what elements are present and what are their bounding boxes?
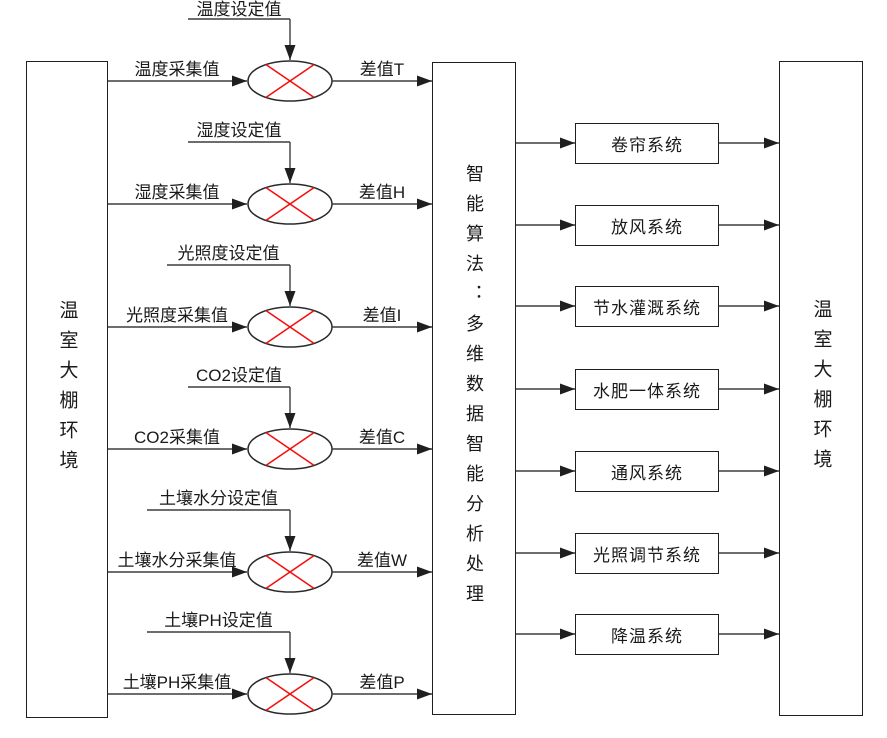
setpoint-label: 土壤PH设定值 [164,611,273,630]
setpoint-label: 光照度设定值 [177,244,280,263]
collected-label: 温度采集值 [134,60,220,79]
setpoint-label: 湿度设定值 [196,121,282,140]
compare-row-co2 [106,386,432,470]
system-label: 降温系统 [611,627,683,646]
collected-label: 土壤PH采集值 [122,673,232,692]
diff-label: 差值H [358,183,406,202]
setpoint-label: 土壤水分设定值 [159,489,278,508]
diff-label: 差值P [359,673,405,692]
collected-label: CO2采集值 [134,428,220,447]
system-box-ventilation: 通风系统 [575,451,719,492]
cross-icon [265,186,315,222]
system-box-air-release: 放风系统 [575,205,719,246]
collected-label: 土壤水分采集值 [117,551,237,570]
cross-icon [265,554,315,590]
algorithm-box: 智能算法：多维数据智能分析处理 [432,62,516,715]
compare-row-soil-ph [106,631,432,715]
left-environment-label: 温室大棚环境 [56,299,78,480]
diff-label: 差值I [362,306,402,325]
setpoint-label: CO2设定值 [196,366,282,385]
diff-label: 差值W [356,551,408,570]
system-box-water-fertilizer: 水肥一体系统 [575,369,719,410]
cross-icon [265,63,315,99]
system-box-water-saving-irrigation: 节水灌溉系统 [575,286,719,327]
system-box-roller-blind: 卷帘系统 [575,123,719,164]
right-environment-label: 温室大棚环境 [810,298,832,479]
system-label: 水肥一体系统 [593,382,701,401]
system-label: 节水灌溉系统 [593,299,701,318]
system-wires [515,137,779,640]
system-box-cooling: 降温系统 [575,614,719,655]
left-environment-box: 温室大棚环境 [26,61,108,718]
compare-row-humidity [106,141,432,225]
system-label: 通风系统 [611,464,683,483]
compare-row-temperature [106,18,432,102]
diff-label: 差值C [358,428,406,447]
cross-icon [265,309,315,345]
compare-row-soil-moisture [106,509,432,593]
compare-row-illuminance [106,264,432,348]
algorithm-label: 智能算法：多维数据智能分析处理 [464,163,484,614]
cross-icon [265,431,315,467]
right-environment-box: 温室大棚环境 [779,61,863,716]
cross-icon [265,676,315,712]
system-label: 卷帘系统 [611,136,683,155]
system-label: 光照调节系统 [593,546,701,565]
system-label: 放风系统 [611,218,683,237]
setpoint-label: 温度设定值 [196,0,282,19]
collected-label: 光照度采集值 [126,306,228,325]
collected-label: 湿度采集值 [134,183,220,202]
diff-label: 差值T [359,60,405,79]
system-box-light-adjust: 光照调节系统 [575,533,719,574]
